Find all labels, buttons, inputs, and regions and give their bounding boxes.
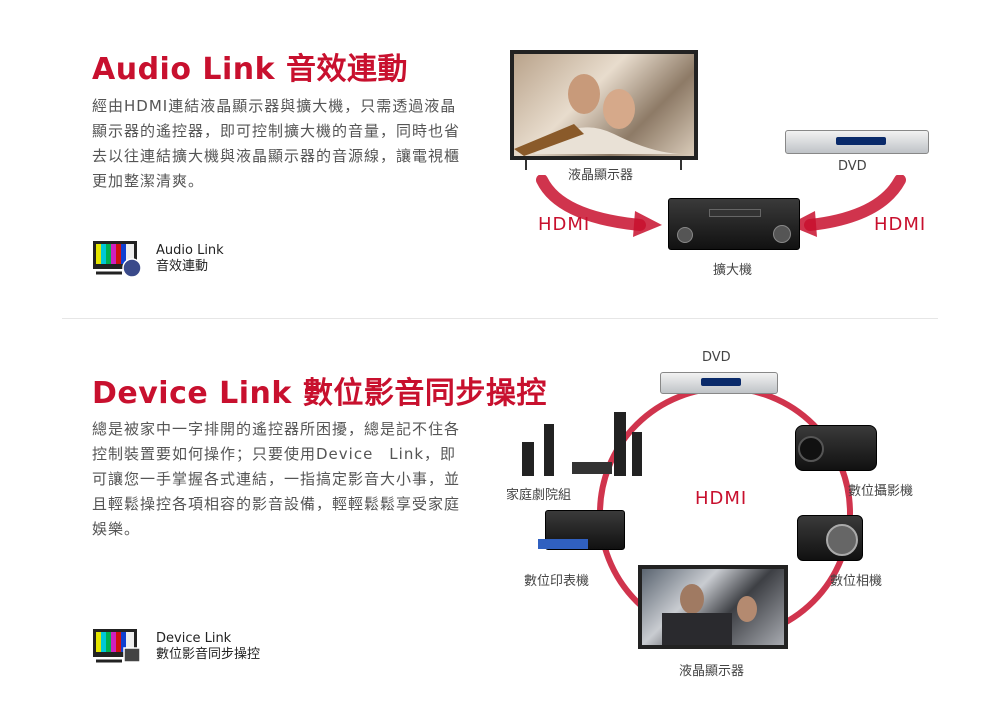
tv-stand-left [525,160,527,170]
audio-link-logo-icon [93,241,142,278]
amplifier-image [668,198,800,250]
audio-link-badge: Audio Link 音效連動 [92,240,224,278]
camcorder-label: 數位攝影機 [848,484,914,499]
section-divider [62,318,938,319]
device-tv-label: 液晶顯示器 [679,664,745,679]
device-link-title: Device Link 數位影音同步操控 [92,376,547,411]
amplifier-label: 擴大機 [713,263,753,278]
device-link-description: 總是被家中一字排開的遙控器所困擾，總是記不住各控制裝置要如何操作；只要使用Dev… [92,420,461,538]
hdmi-label-right: HDMI [874,214,927,235]
device-tv-image [638,565,788,649]
device-link-badge: Device Link 數位影音同步操控 [92,628,260,666]
digital-camera-label: 數位相機 [830,574,883,589]
printer-label: 數位印表機 [524,574,590,589]
digital-camera-image [797,515,863,561]
audio-link-badge-name: Audio Link [156,243,224,258]
audio-link-title: Audio Link 音效連動 [92,52,409,87]
tv-label: 液晶顯示器 [568,168,634,183]
hdmi-center-label: HDMI [695,488,748,509]
audio-link-badge-subtitle: 音效連動 [156,259,209,274]
tv-stand-right [680,160,682,170]
device-link-badge-name: Device Link [156,631,232,646]
dvd-label: DVD [838,159,867,174]
home-theater-label: 家庭劇院組 [506,488,572,503]
printer-image [538,510,625,550]
audio-link-description: 經由HDMI連結液晶顯示器與擴大機，只需透過液晶顯示器的遙控器，即可控制擴大機的… [92,97,461,190]
couple-photo-icon [514,74,684,156]
tv-image [510,50,698,160]
device-link-badge-subtitle: 數位影音同步操控 [156,647,261,662]
home-theater-image [522,412,650,478]
device-dvd-label: DVD [702,350,731,365]
dvd-player-image [785,130,929,154]
hdmi-arrows-icon [536,175,906,237]
hdmi-label-left: HDMI [538,214,591,235]
device-link-logo-icon [93,629,141,663]
car-photo-icon [662,584,757,645]
device-dvd-image [660,372,778,394]
camcorder-image [795,425,877,471]
